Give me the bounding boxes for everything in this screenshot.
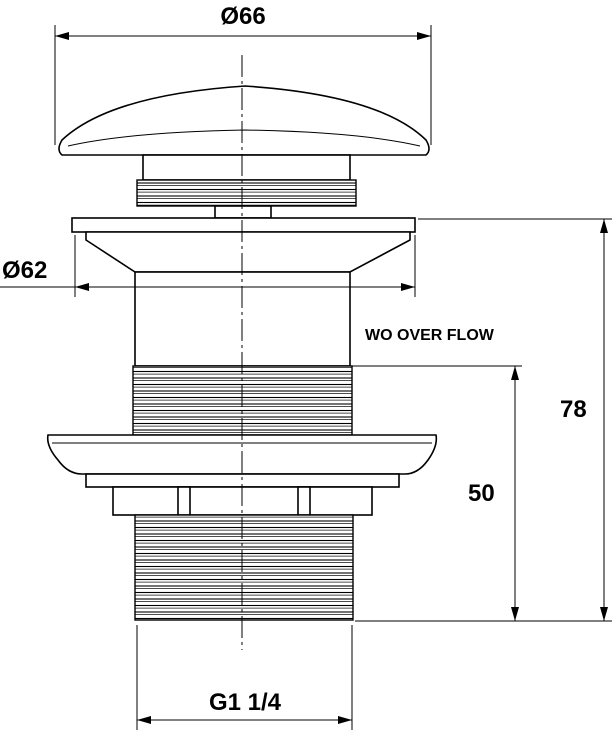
upper-stem — [136, 154, 357, 219]
lower-thread — [134, 514, 354, 621]
note-without-overflow: WO OVER FLOW — [365, 327, 495, 344]
dim-cap — [54, 25, 432, 145]
label-flange-diameter: Ø62 — [2, 257, 47, 284]
label-thread-height: 50 — [468, 480, 495, 507]
dim-thread-height — [352, 365, 522, 621]
dim-thread-size — [136, 625, 353, 730]
label-thread-size: G1 1/4 — [209, 689, 282, 716]
label-total-height: 78 — [560, 396, 587, 423]
cap — [58, 85, 430, 156]
top-flange — [71, 217, 416, 273]
dim-total-height — [355, 218, 612, 622]
dim-flange — [0, 235, 416, 297]
label-cap-diameter: Ø66 — [220, 3, 265, 30]
